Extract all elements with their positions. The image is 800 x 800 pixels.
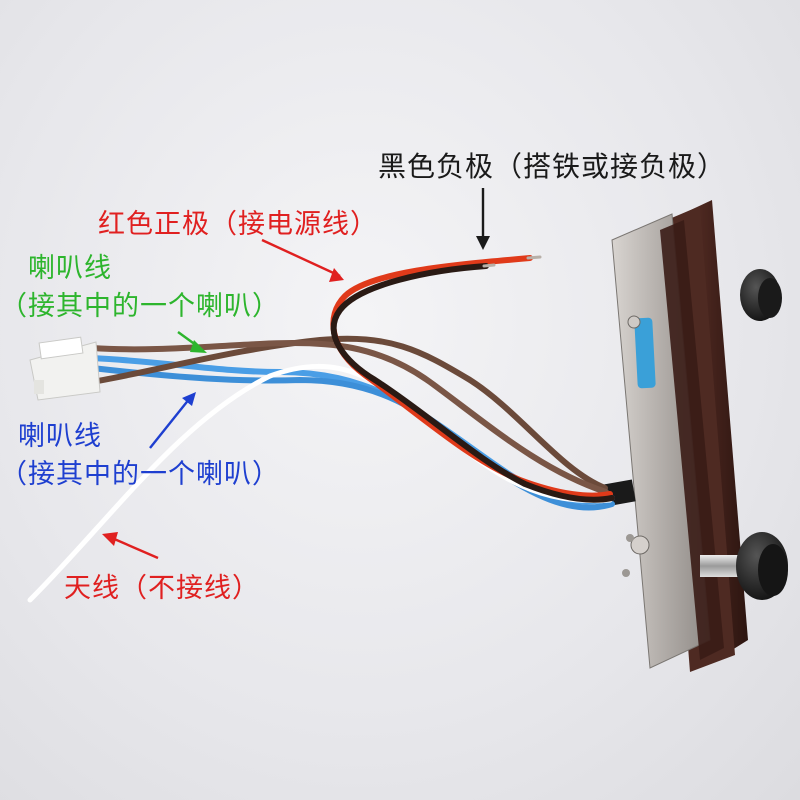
radio-module: [602, 200, 788, 672]
label-speaker-blue-title: 喇叭线: [18, 421, 102, 452]
label-red-positive: 红色正极（接电源线）: [98, 209, 378, 240]
label-sticker: [634, 317, 656, 389]
label-speaker-blue-note: （接其中的一个喇叭）: [0, 459, 280, 490]
label-speaker-green-note: （接其中的一个喇叭）: [0, 291, 280, 322]
wires: [27, 255, 615, 603]
bottom-knob: [700, 532, 788, 600]
screw-top: [627, 315, 641, 329]
arrow-icon: [261, 238, 344, 282]
arrow-icon: [149, 392, 196, 449]
arrow-icon: [102, 532, 159, 560]
wire-white-antenna: [27, 363, 613, 603]
arrow-icon: [177, 331, 207, 353]
screw-bottom: [630, 535, 650, 555]
arrow-icon: [476, 188, 490, 250]
wire-brown-1: [89, 335, 608, 491]
wire-black: [330, 263, 615, 503]
label-speaker-green-title: 喇叭线: [28, 253, 112, 284]
top-knob: [740, 269, 782, 321]
front-strip: [660, 220, 724, 660]
white-plug: [29, 336, 101, 401]
label-black-negative: 黑色负极（搭铁或接负极）: [378, 150, 727, 183]
wire-brown-2: [89, 339, 609, 495]
label-antenna: 天线（不接线）: [64, 573, 260, 604]
